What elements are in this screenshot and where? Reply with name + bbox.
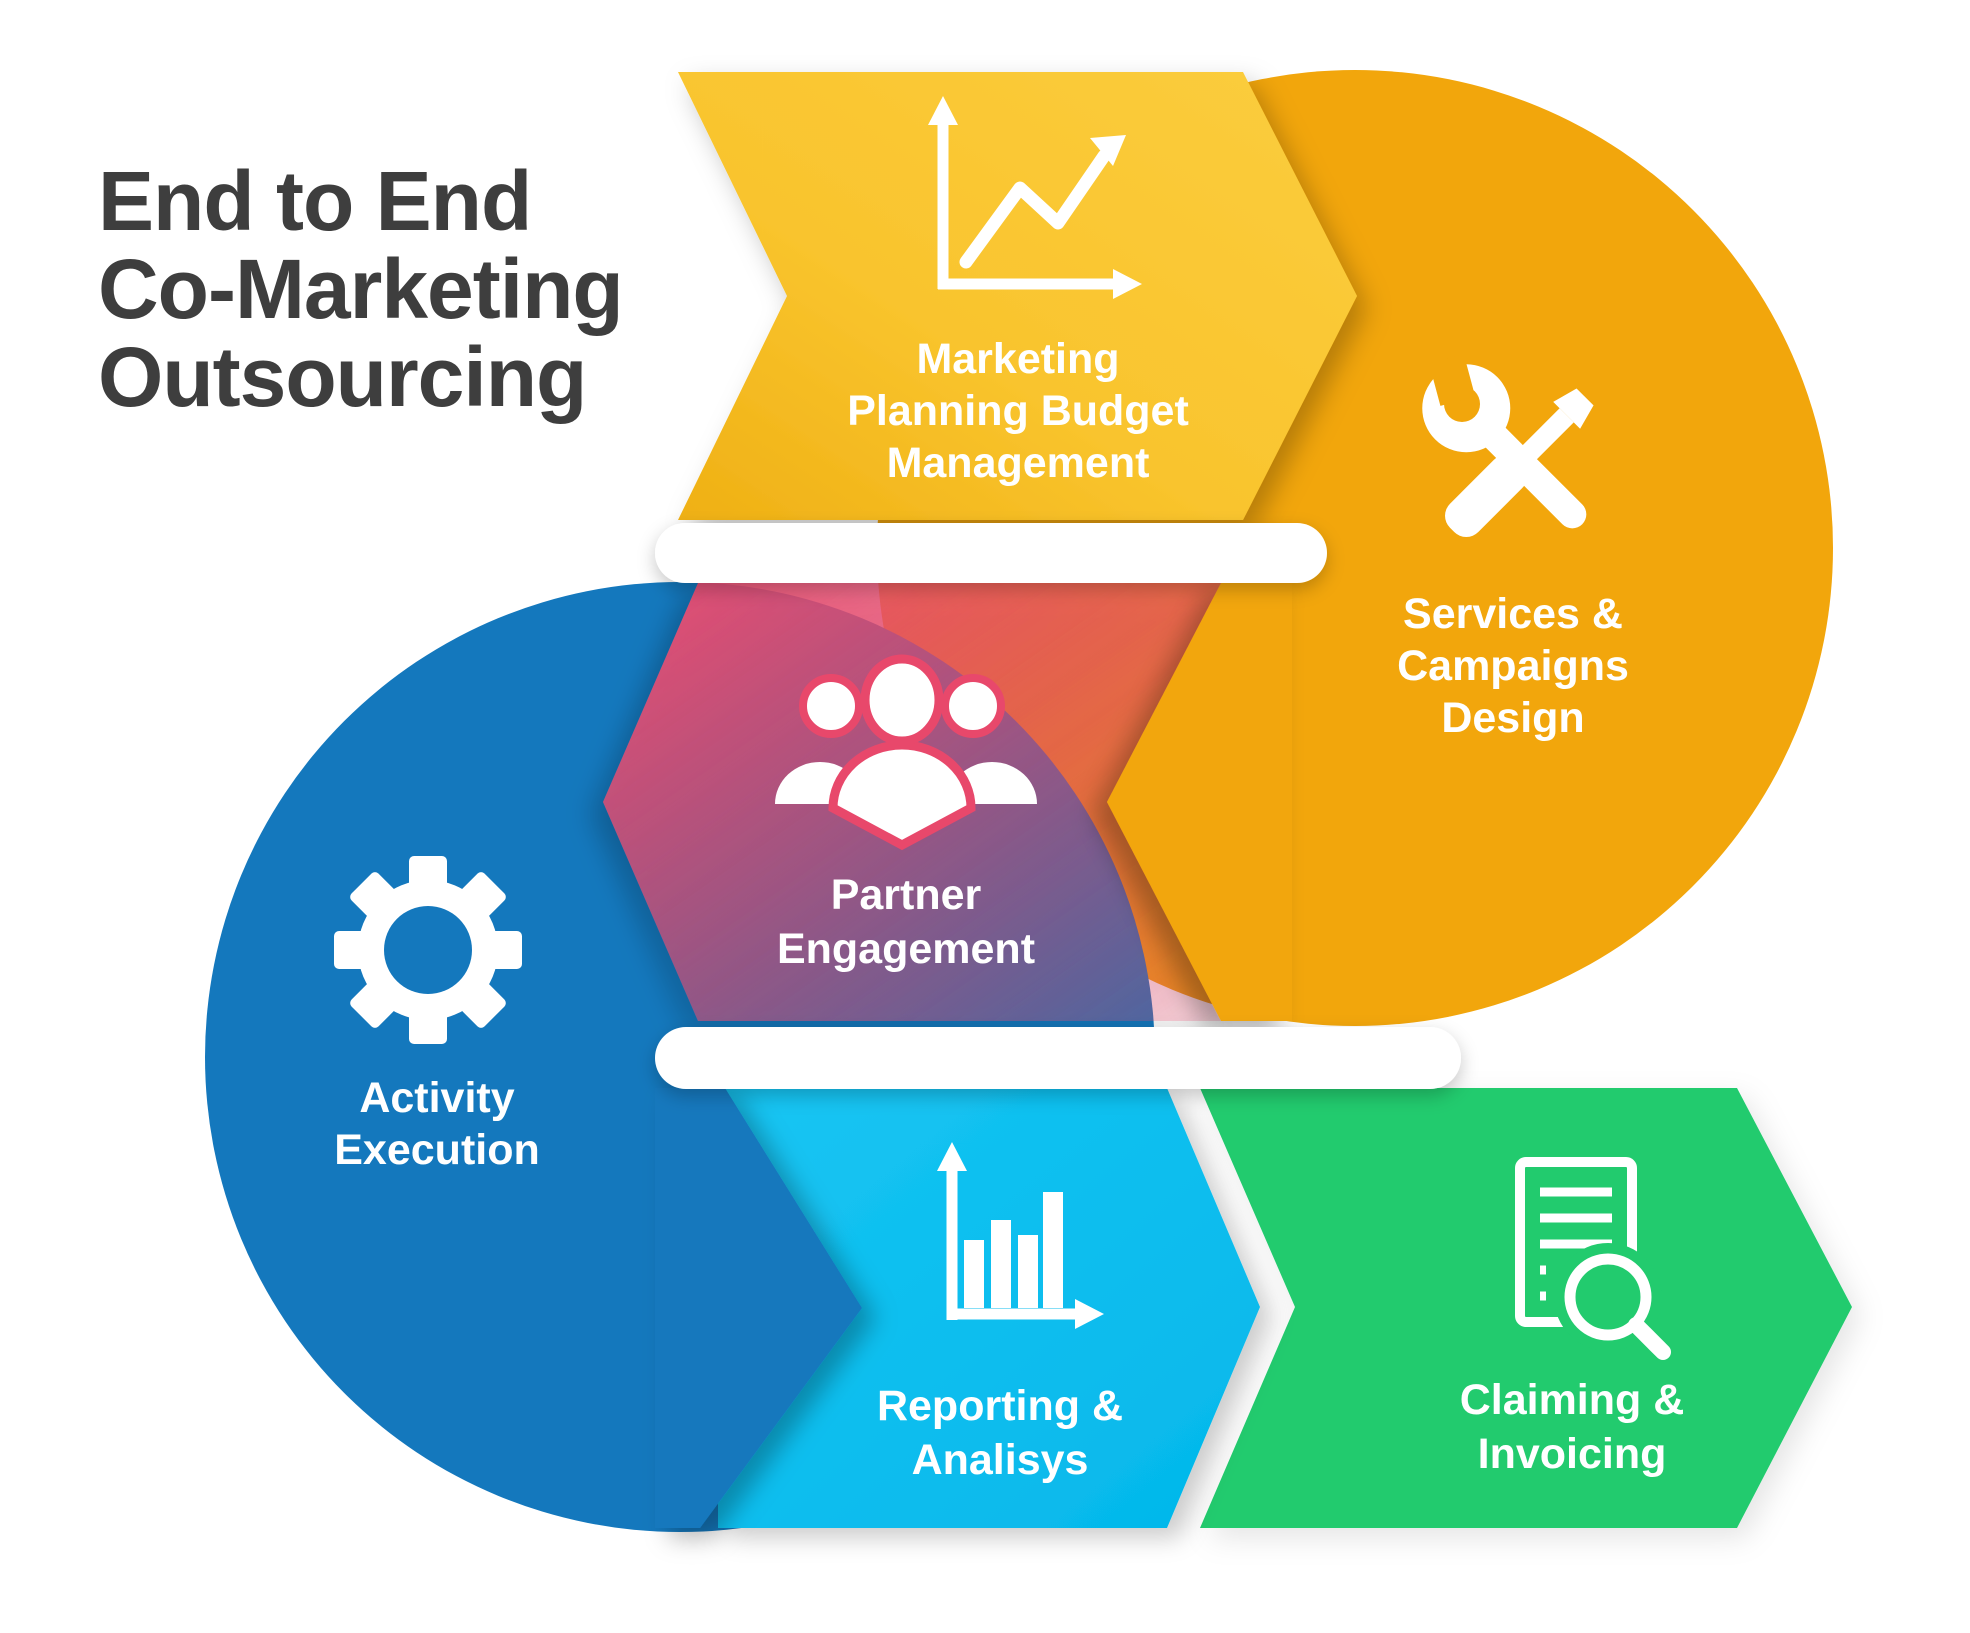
claiming-invoicing-arrow [1200, 1088, 1852, 1528]
step-2-label: Services & Campaigns Design [1397, 590, 1629, 742]
step-5-label: Reporting & Analisys [877, 1382, 1123, 1484]
step-3-label-line-2: Engagement [777, 925, 1035, 973]
step-1-label: Marketing Planning Budget Management [847, 335, 1189, 487]
separator-bar-top [655, 523, 1327, 583]
step-6-label: Claiming & Invoicing [1460, 1376, 1685, 1478]
step-1-label-line-3: Management [887, 439, 1150, 487]
activity-execution-wedge [655, 1088, 862, 1528]
step-5-label-line-2: Analisys [912, 1436, 1089, 1484]
invoice-search-icon [1515, 1157, 1671, 1360]
gear-icon [334, 856, 522, 1044]
step-1-label-line-1: Marketing [916, 335, 1119, 383]
step-6-label-line-2: Invoicing [1478, 1430, 1667, 1478]
separator-bar-bottom [655, 1027, 1461, 1089]
partners-icon [775, 654, 1037, 851]
reporting-analisys-arrow [718, 1088, 1260, 1528]
tools-icon [1422, 354, 1594, 537]
services-campaigns-wedge [1107, 583, 1292, 1021]
title-line-2: Co-Marketing [98, 242, 623, 336]
growth-chart-icon [928, 96, 1142, 299]
step-5-label-line-1: Reporting & [877, 1382, 1123, 1430]
step-1-label-line-2: Planning Budget [847, 387, 1189, 435]
step-2-label-line-2: Campaigns [1397, 642, 1629, 690]
title-line-1: End to End [98, 154, 531, 248]
step-2-label-line-1: Services & [1403, 590, 1623, 638]
wrench-icon [1422, 354, 1587, 529]
step-4-label-line-2: Execution [334, 1126, 540, 1174]
step-4-label: Activity Execution [334, 1074, 540, 1174]
title-line-3: Outsourcing [98, 330, 586, 424]
step-3-label-line-1: Partner [831, 871, 982, 919]
step-3-label: Partner Engagement [777, 871, 1035, 973]
step-4-label-line-1: Activity [359, 1074, 514, 1122]
bar-chart-icon [937, 1142, 1104, 1329]
marketing-planning-arrow [678, 72, 1357, 520]
step-6-label-line-1: Claiming & [1460, 1376, 1685, 1424]
page-title: End to End Co-Marketing Outsourcing [98, 154, 624, 424]
step-2-label-line-3: Design [1441, 694, 1584, 742]
